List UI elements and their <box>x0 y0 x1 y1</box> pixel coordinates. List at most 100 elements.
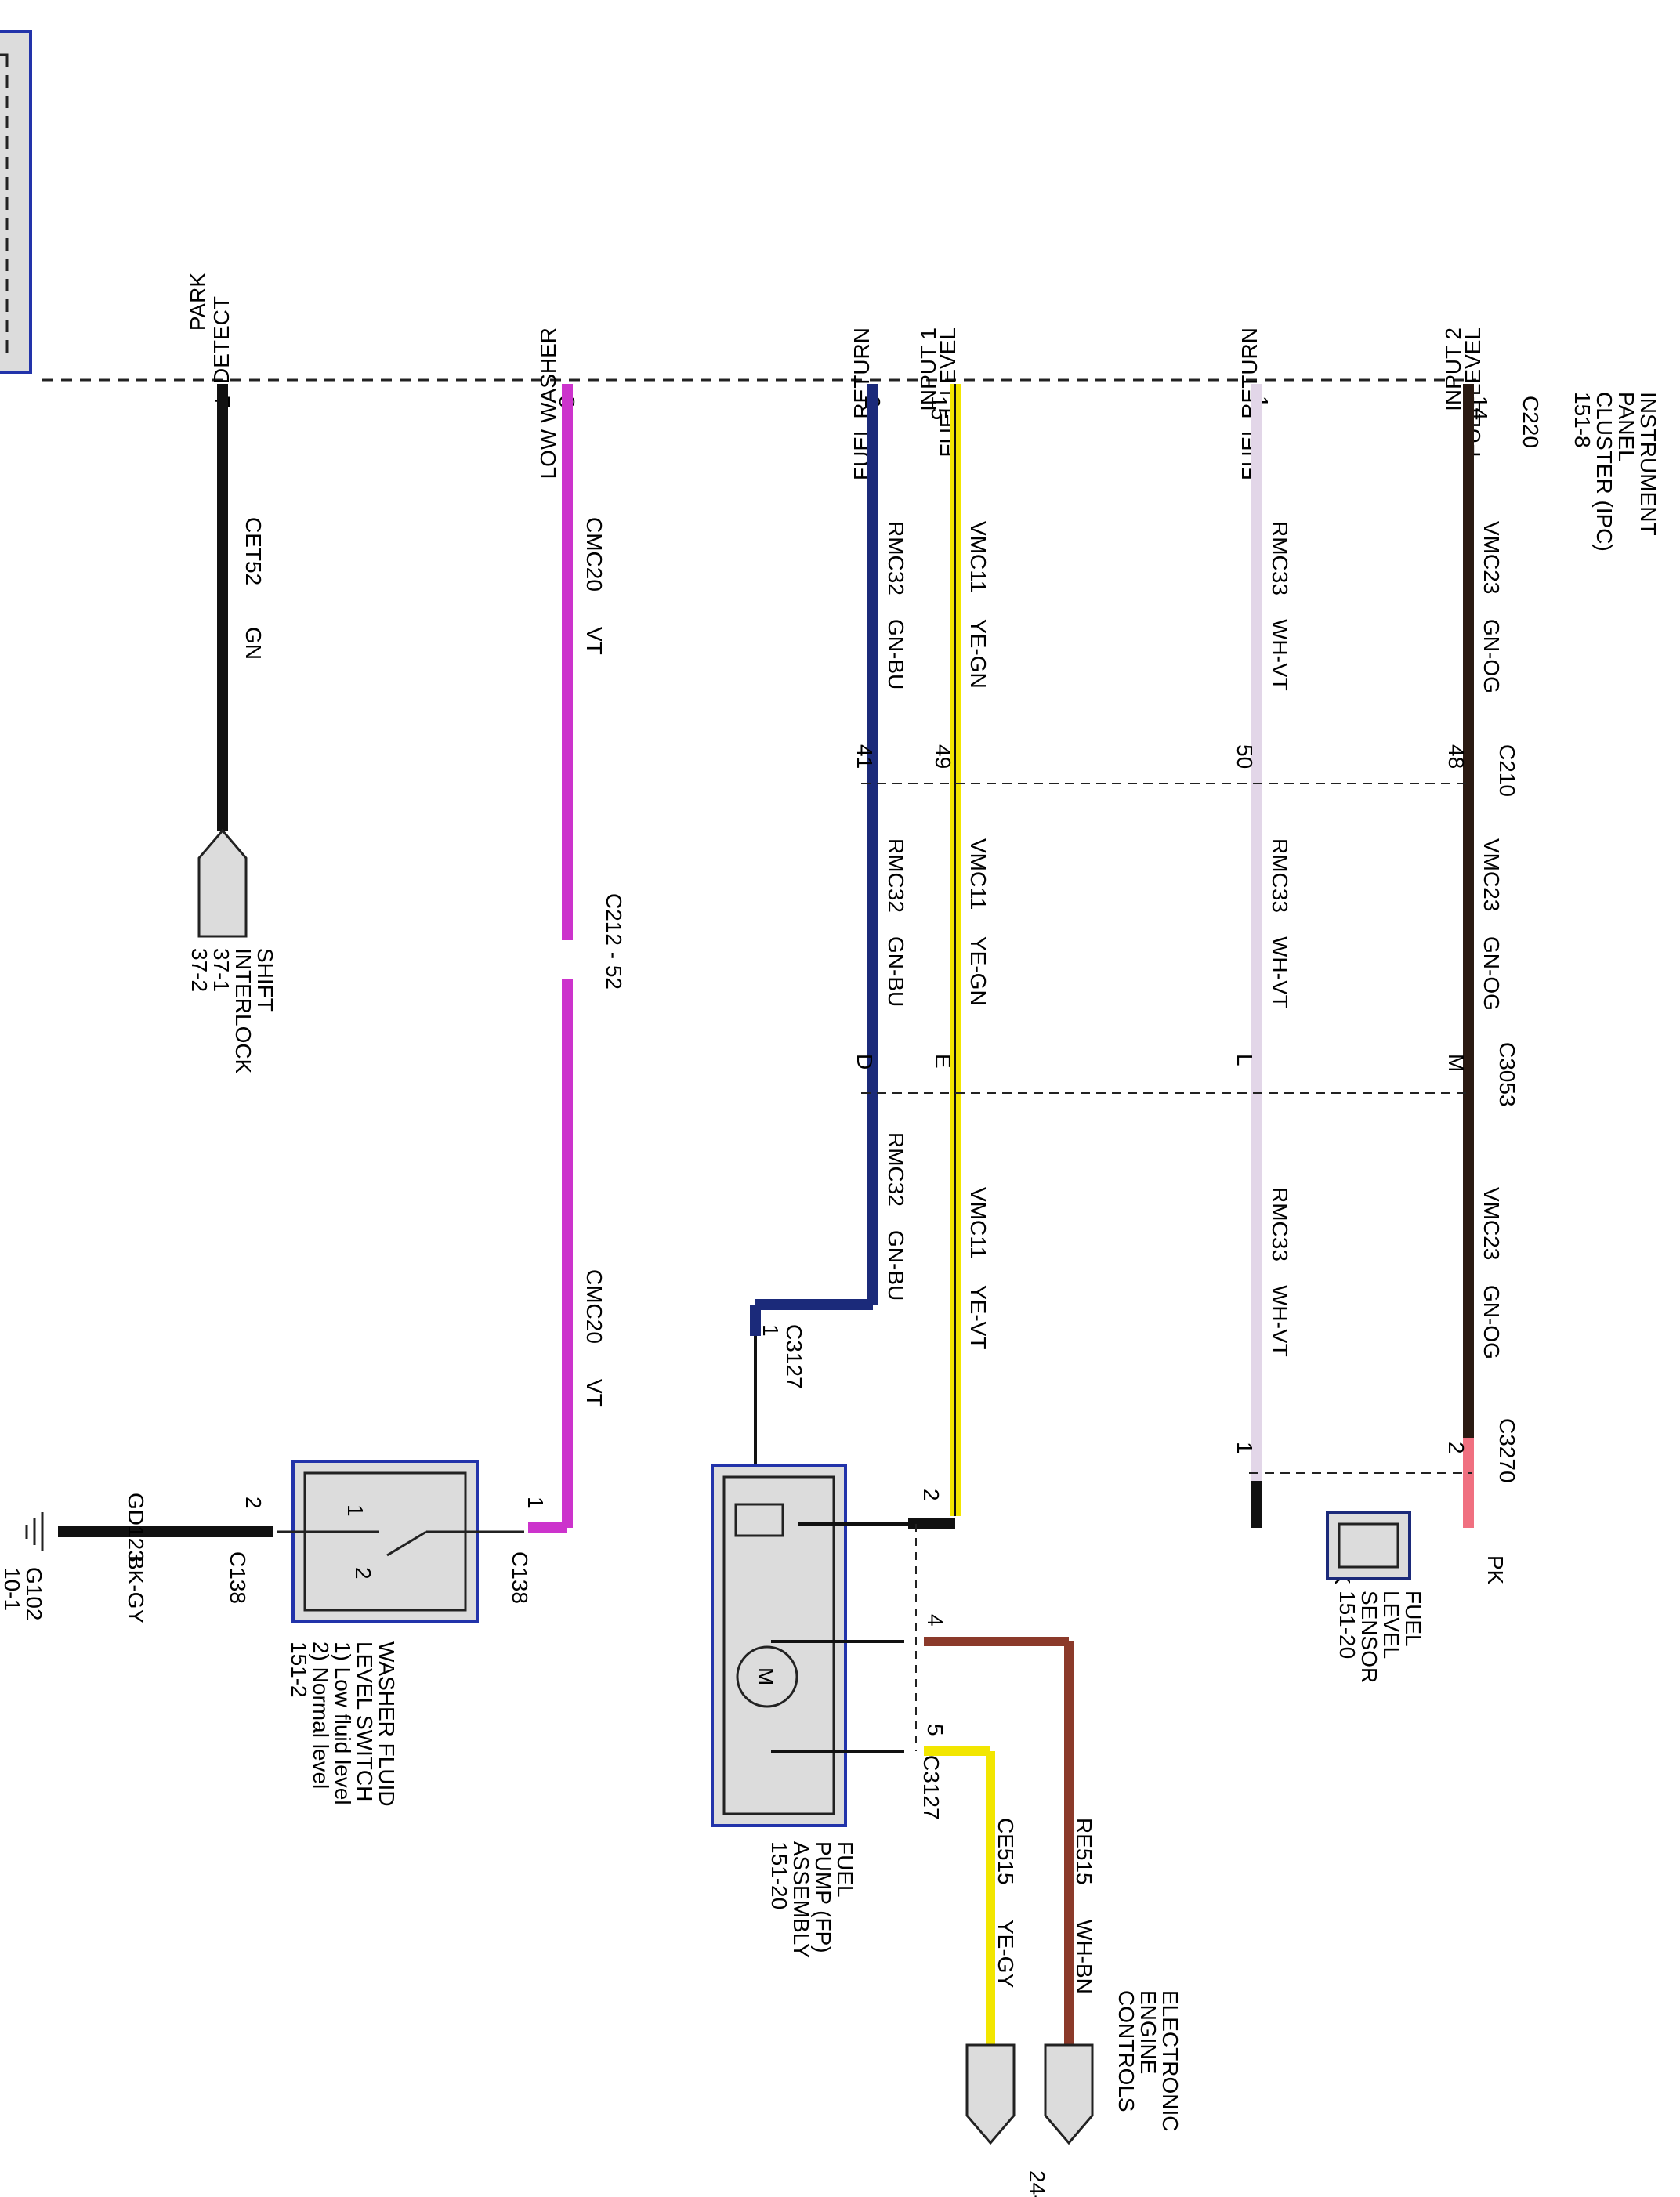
ecu-connector-2 <box>965 2043 1016 2145</box>
wire-fret2-color-1: WH-VT <box>1268 619 1292 691</box>
wire-flvl1-circuit-2: VMC11 <box>966 838 990 910</box>
wire-fret2-circuit-1: RMC33 <box>1268 521 1292 595</box>
input-fuel-level-1b: INPUT 1 <box>916 328 940 411</box>
wire-flvl1-color-3: YE-VT <box>966 1285 990 1349</box>
c138-in-pin: 1 <box>523 1497 548 1509</box>
wire-park-color: GN <box>241 627 266 660</box>
ipc-label-4: 151-8 <box>1570 392 1595 448</box>
c3127-pin-4: 4 <box>923 1614 947 1627</box>
c3053-label: C3053 <box>1495 1042 1519 1107</box>
fuel-level-sensor: FUEL LEVEL SENSOR 151-20 <box>1326 1511 1425 1683</box>
fuel-pump-1: FUEL <box>833 1841 857 1898</box>
c138-out-pin: 2 <box>241 1497 266 1509</box>
input-low-washer: LOW WASHER <box>536 328 560 479</box>
wire-fret2-color-2: WH-VT <box>1268 936 1292 1008</box>
washer-switch-1: WASHER FLUID <box>375 1641 399 1807</box>
c3270-pin-1: 1 <box>1233 1442 1257 1454</box>
c3053-pin-d: D <box>853 1054 877 1070</box>
shift-interlock-3: 37-1 <box>209 948 234 992</box>
c138-in-label: C138 <box>508 1551 532 1604</box>
switch-pos-1: 1 <box>343 1504 368 1517</box>
ecu-connector-1 <box>1044 2043 1094 2145</box>
wire-fuel-level-1: VMC11 YE-GN 49 VMC11 YE-GN E VMC11 YE-VT… <box>919 384 990 1516</box>
input-fuel-level-2b: INPUT 2 <box>1441 328 1465 411</box>
wire-fret1-circuit-2: RMC32 <box>884 838 908 913</box>
c3127-top-label: C3127 <box>782 1324 806 1389</box>
ipc-label-1: INSTRUMENT <box>1636 392 1660 536</box>
c210-label: C210 <box>1495 744 1519 797</box>
washer-switch-2: LEVEL SWITCH <box>353 1641 377 1801</box>
input-park-1: PARK <box>186 273 210 331</box>
sensor-pk: PK <box>1483 1555 1508 1585</box>
fuel-pump-motor <box>736 1645 798 1708</box>
wire-washer-color-2: VT <box>582 1379 606 1407</box>
ipc-label-3: CLUSTER (IPC) <box>1592 392 1617 552</box>
wire-flvl2-circuit-3: VMC23 <box>1479 1187 1504 1260</box>
wire-ecu2-circuit: CE515 <box>994 1818 1018 1885</box>
wire-flvl1-circuit-1: VMC11 <box>966 521 990 592</box>
washer-fluid-switch: 1 2 WASHER FLUID LEVEL SWITCH 1) Low flu… <box>277 1460 524 1807</box>
wire-ground-color: BK-GY <box>124 1555 148 1623</box>
ipc-inputs: PARK DETECT LOW WASHER FUEL RETURN FUEL … <box>186 273 1485 480</box>
ground-label-1: G102 <box>22 1567 46 1621</box>
wire-ecu1-color: WH-BN <box>1072 1920 1096 1994</box>
c220-label: C220 <box>1519 396 1543 448</box>
ecu-label-1: ELECTRONIC <box>1158 1990 1182 2131</box>
wire-flvl2-color-1: GN-OG <box>1479 619 1504 693</box>
washer-switch-5: 151-2 <box>287 1641 311 1698</box>
wire-flvl1-color-1: YE-GN <box>966 619 990 689</box>
ecu-label-2: ENGINE <box>1136 1990 1160 2074</box>
fuel-sensor-1: FUEL <box>1401 1591 1425 1647</box>
wire-washer-circuit-1: CMC20 <box>582 517 606 592</box>
wire-ground-circuit: GD123 <box>124 1493 148 1562</box>
c3053-pin-m: M <box>1444 1054 1468 1072</box>
ecu-label-3: CONTROLS <box>1114 1990 1139 2112</box>
c138-out-label: C138 <box>226 1551 250 1604</box>
c3053-pin-e: E <box>931 1054 955 1069</box>
fuel-pump-3: ASSEMBLY <box>789 1841 813 1958</box>
c210-pin-41: 41 <box>853 744 877 769</box>
instrument-panel-cluster: INSTRUMENT PANEL CLUSTER (IPC) 151-8 C22… <box>0 30 1660 552</box>
wire-low-washer: CMC20 VT C212 - 52 CMC20 VT 1 C138 <box>508 384 626 1604</box>
wire-flvl2-color-2: GN-OG <box>1479 936 1504 1011</box>
washer-switch-3: 1) Low fluid level <box>331 1641 355 1805</box>
wire-flvl2-circuit-1: VMC23 <box>1479 521 1504 594</box>
wire-fret1-color-3: GN-BU <box>884 1230 908 1301</box>
wire-fret1-color-1: GN-BU <box>884 619 908 690</box>
shift-interlock-4: 37-2 <box>187 948 212 992</box>
wire-washer-circuit-2: CMC20 <box>582 1269 606 1344</box>
fuel-pump-motor-label: M <box>754 1667 778 1685</box>
c3270-pin-2: 2 <box>1444 1442 1468 1454</box>
wire-fret2-circuit-3: RMC33 <box>1268 1187 1292 1261</box>
wire-flvl2-circuit-2: VMC23 <box>1479 838 1504 911</box>
c210-pin-49: 49 <box>931 744 955 769</box>
wire-fuel-level-2: VMC23 GN-OG 48 C210 VMC23 GN-OG M C3053 … <box>1444 384 1519 1585</box>
c3270-label: C3270 <box>1495 1418 1519 1483</box>
wire-ecu1-circuit: RE515 <box>1072 1818 1096 1885</box>
wire-flvl2-color-3: GN-OG <box>1479 1285 1504 1359</box>
washer-switch-4: 2) Normal level <box>309 1641 333 1789</box>
input-park-2: DETECT <box>209 296 234 384</box>
c210-pin-50: 50 <box>1233 744 1257 769</box>
fuel-sensor-3: SENSOR <box>1357 1591 1381 1683</box>
ecu-wires: 4 5 C3127 RE515 WH-BN CE515 YE-GY ELECTR… <box>919 1614 1182 2197</box>
wire-flvl1-color-2: YE-GN <box>966 936 990 1006</box>
shift-interlock-connector <box>197 828 248 938</box>
c3127-bottom-label: C3127 <box>919 1755 943 1820</box>
fuel-pump-assembly: M FUEL PUMP (FP) ASSEMBLY 151-20 <box>711 1464 955 1958</box>
wire-fret2-color-3: WH-VT <box>1268 1285 1292 1357</box>
wire-fuel-return-1: RMC32 GN-BU 41 RMC32 GN-BU D RMC32 GN-BU… <box>750 384 908 1520</box>
switch-pos-2: 2 <box>351 1567 375 1580</box>
c3053-pin-l: L <box>1233 1054 1257 1066</box>
fuel-pump-2: PUMP (FP) <box>811 1841 835 1953</box>
fuel-pump-4: 151-20 <box>767 1841 791 1909</box>
fuel-sensor-2: LEVEL <box>1379 1591 1403 1659</box>
wire-fret1-circuit-1: RMC32 <box>884 521 908 595</box>
wire-fret1-color-2: GN-BU <box>884 936 908 1007</box>
ground-label-2: 10-1 <box>0 1567 24 1611</box>
wire-ecu2-color: YE-GY <box>994 1920 1018 1988</box>
wire-park-circuit: CET52 <box>241 517 266 585</box>
wire-fuel-return-2: RMC33 WH-VT 50 RMC33 WH-VT L RMC33 WH-VT… <box>1233 384 1355 1585</box>
wire-park-detect: CET52 GN SHIFT INTERLOCK 37-1 37-2 <box>187 384 277 1074</box>
